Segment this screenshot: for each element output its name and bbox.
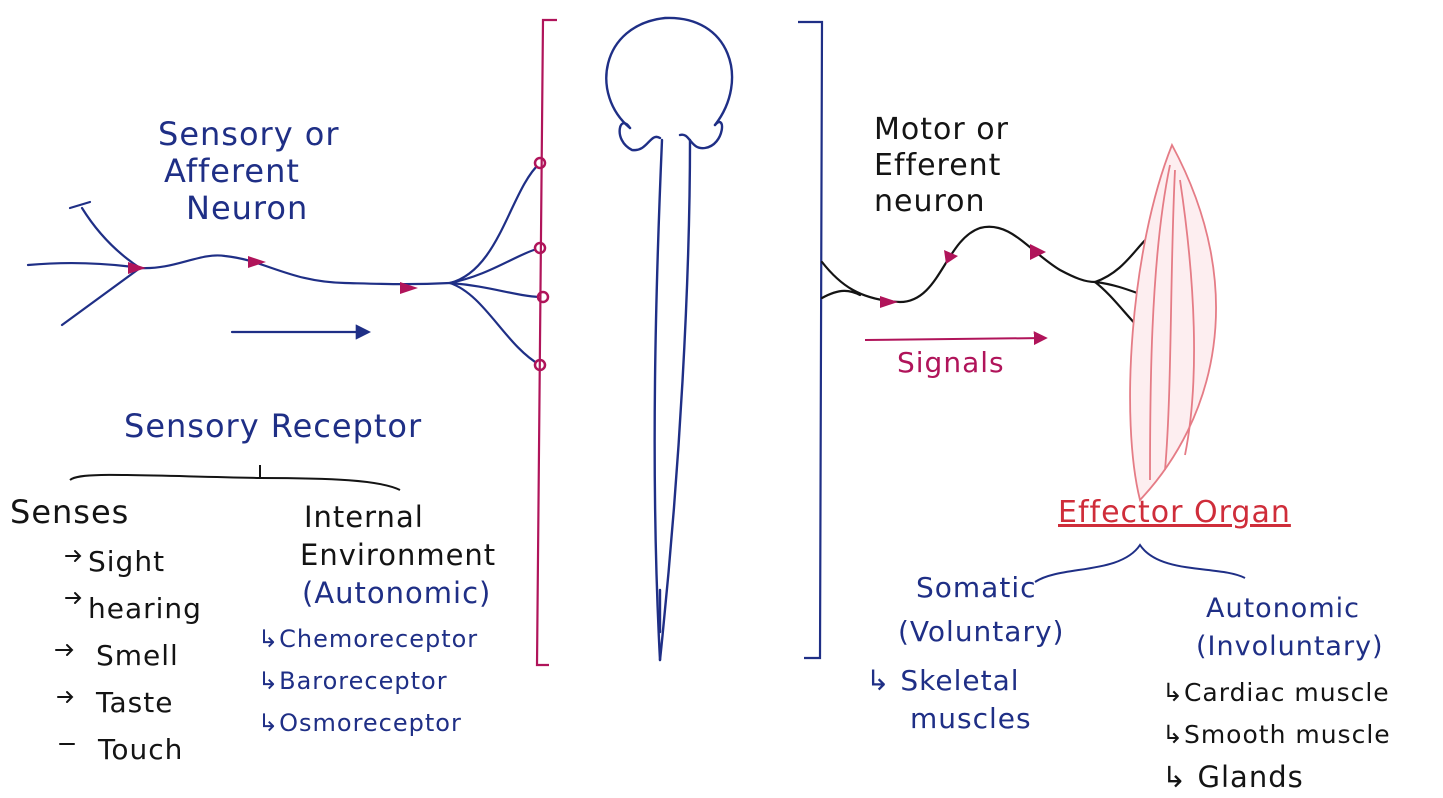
senses-heading: Senses: [10, 496, 129, 528]
somatic-heading-line1: Somatic: [916, 566, 1064, 610]
sense-item-touch: Touch: [98, 726, 202, 773]
right-bracket: [798, 22, 822, 658]
effector-organ-title: Effector Organ: [1058, 498, 1291, 528]
efferent-neuron-label: Motor or Efferent neuron: [874, 112, 1009, 220]
internal-heading-line1: Internal: [304, 498, 496, 536]
internal-heading-line2: Environment: [300, 536, 496, 574]
autonomic-heading: Autonomic (Involuntary): [1196, 590, 1384, 666]
afferent-label-line3: Neuron: [186, 190, 340, 227]
autonomic-items: ↳Cardiac muscle ↳Smooth muscle ↳ Glands: [1162, 672, 1391, 798]
sensory-receptor-brace: [70, 465, 400, 490]
receptor-item-osmo: ↳Osmoreceptor: [258, 702, 478, 744]
sense-item-sight: Sight: [88, 538, 202, 585]
somatic-item-line2: muscles: [910, 700, 1032, 738]
afferent-label-line1: Sensory or: [158, 116, 340, 153]
muscle-effector: [1130, 145, 1216, 500]
autonomic-item-smooth: ↳Smooth muscle: [1162, 714, 1391, 756]
sense-item-taste: Taste: [96, 679, 202, 726]
sense-item-smell: Smell: [96, 632, 202, 679]
internal-receptor-list: ↳Chemoreceptor ↳Baroreceptor ↳Osmorecept…: [258, 618, 478, 744]
autonomic-heading-line2: (Involuntary): [1196, 628, 1384, 666]
efferent-label-line1: Motor or: [874, 112, 1009, 148]
somatic-items: ↳ Skeletal muscles: [866, 662, 1032, 738]
sense-item-hearing: hearing: [88, 585, 202, 632]
somatic-heading-line2: (Voluntary): [898, 610, 1064, 654]
afferent-signal-arrows: [128, 256, 418, 294]
autonomic-heading-line1: Autonomic: [1206, 590, 1384, 628]
autonomic-item-glands: ↳ Glands: [1162, 756, 1391, 798]
senses-list: Sight hearing Smell Taste Touch: [88, 538, 202, 773]
somatic-item-line1: ↳ Skeletal: [866, 662, 1032, 700]
efferent-label-line2: Efferent: [874, 148, 1009, 184]
senses-bullets: [56, 551, 80, 744]
autonomic-item-cardiac: ↳Cardiac muscle: [1162, 672, 1391, 714]
sensory-receptor-title: Sensory Receptor: [124, 410, 422, 442]
somatic-heading: Somatic (Voluntary): [898, 566, 1064, 654]
effector-organ-brace: [1035, 545, 1245, 582]
internal-environment-heading: Internal Environment (Autonomic): [300, 498, 496, 612]
internal-heading-line3: (Autonomic): [302, 574, 496, 612]
efferent-label-line3: neuron: [874, 184, 1009, 220]
signals-arrow: [865, 338, 1045, 340]
receptor-item-chemo: ↳Chemoreceptor: [258, 618, 478, 660]
afferent-label-line2: Afferent: [164, 153, 340, 190]
efferent-signal-arrows: [880, 244, 1046, 308]
signals-label: Signals: [897, 349, 1005, 377]
left-bracket: [537, 20, 557, 665]
brain-spinal-cord: [606, 18, 732, 660]
afferent-neuron-label: Sensory or Afferent Neuron: [158, 116, 340, 226]
receptor-item-baro: ↳Baroreceptor: [258, 660, 478, 702]
